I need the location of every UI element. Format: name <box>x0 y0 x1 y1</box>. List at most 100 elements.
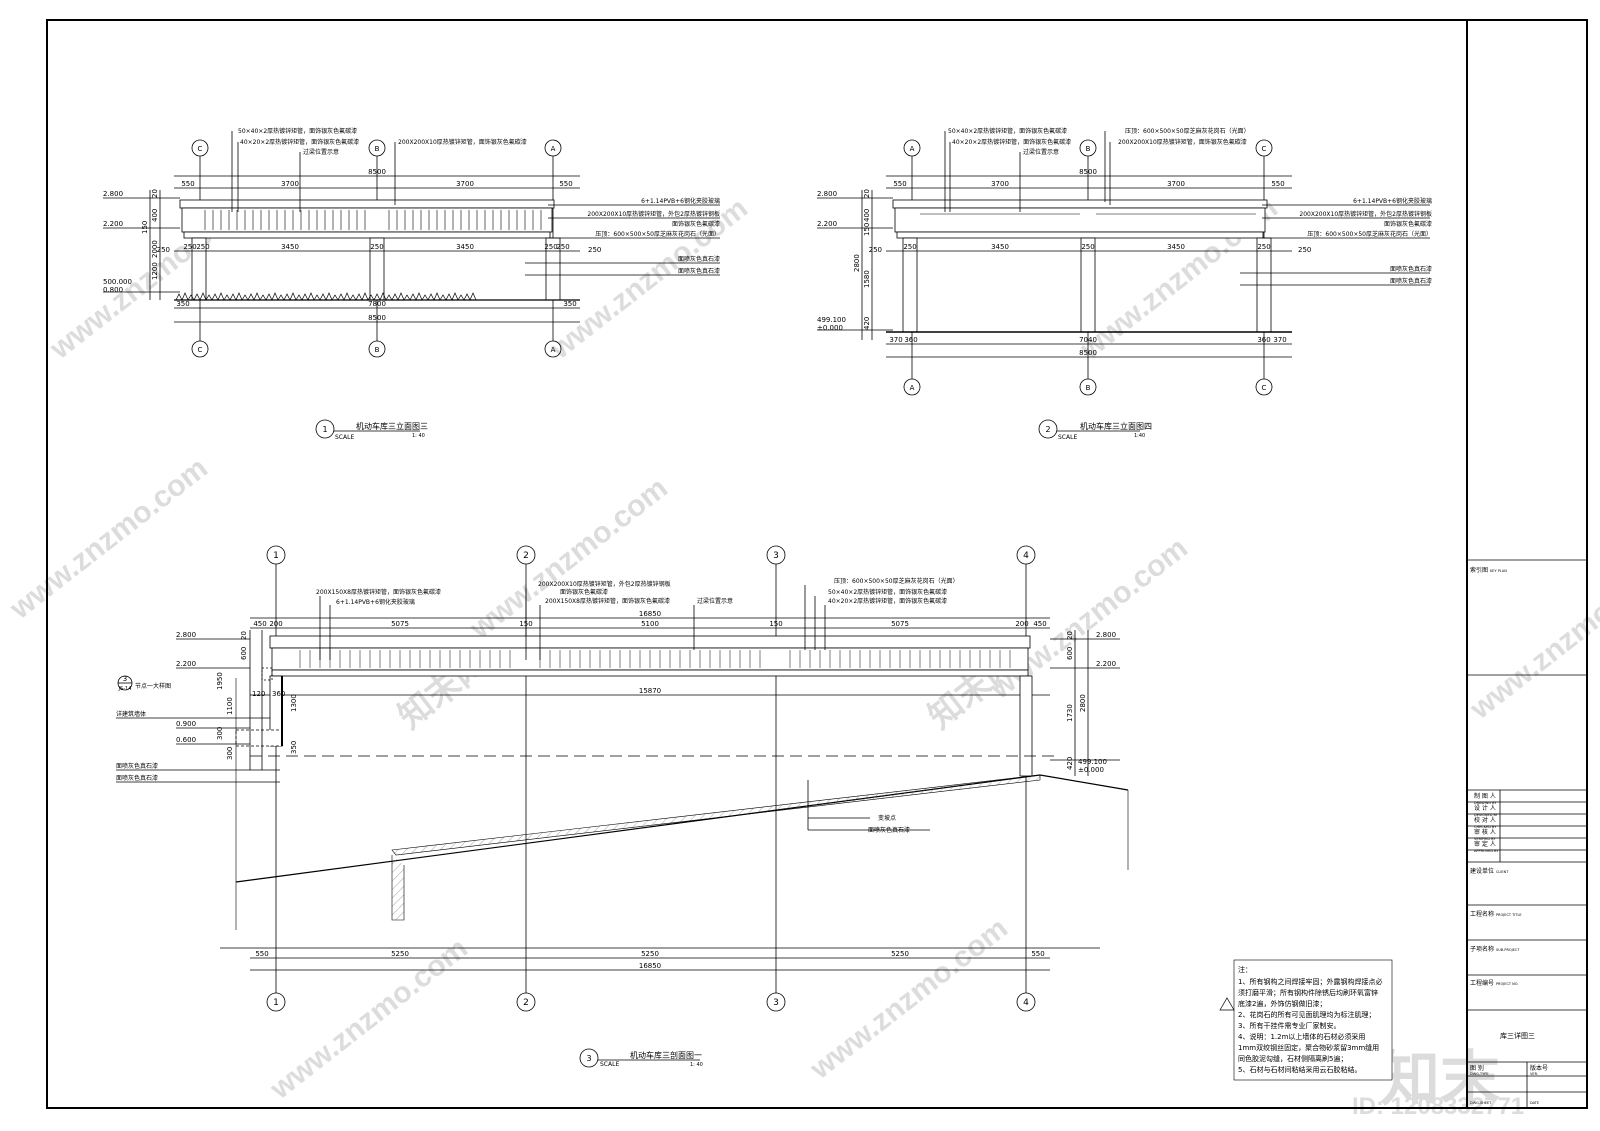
callout-text: 200X200X10厚热镀锌矩管，外包2厚热镀锌钢板 <box>587 210 720 218</box>
callout-text: 面喷灰色真石漆 <box>116 762 158 770</box>
dimension-text: 1730 <box>1066 704 1074 722</box>
level-text: ±0.000 <box>817 324 843 332</box>
dimension-text: 550 <box>181 180 194 188</box>
version-en: VER. <box>1530 1072 1538 1076</box>
callout-text: 40×20×2厚热镀锌矩管，面饰银灰色氟碳漆 <box>952 138 1071 146</box>
dimension-text: 400 <box>863 209 871 222</box>
note-line: 底漆2遍，外饰仿钢做旧漆； <box>1238 999 1326 1008</box>
axis-label: B <box>375 346 380 354</box>
dimension-text: 3450 <box>1167 243 1185 251</box>
dimension-text: 3700 <box>1167 180 1185 188</box>
sign-row-approved: 审 定 人 <box>1474 840 1496 848</box>
section-view-3 <box>116 545 1393 1081</box>
callout-text: 面饰银灰色氟碳漆 <box>1384 220 1432 228</box>
scale-label: SCALE <box>600 1061 619 1068</box>
level-text: 2.800 <box>1096 631 1116 639</box>
callout-text: 过梁位置示意 <box>697 597 733 605</box>
callout-text: 200X150X8厚热镀锌矩管，面饰银灰色氟碳漆 <box>316 588 441 596</box>
elevation-view-1-text: C B A C B A 8500 550 3700 3700 550 250 2… <box>103 127 720 441</box>
dimension-text: 20 <box>863 189 871 198</box>
level-text: 0.900 <box>176 720 196 728</box>
axis-label: B <box>375 145 380 153</box>
axis-label: A <box>551 346 556 354</box>
callout-text: 面喷灰色真石漆 <box>1390 265 1432 273</box>
level-text: ±0.000 <box>1078 766 1104 774</box>
dimension-text: 250 <box>1298 246 1311 254</box>
dimension-text: 250 <box>903 243 916 251</box>
dimension-text: 2800 <box>853 254 861 272</box>
dimension-text: 200 <box>1015 620 1028 628</box>
dimension-text: 5100 <box>641 620 659 628</box>
callout-text: 压顶：600×500×50厚芝麻灰花岗石（光面） <box>1125 127 1250 135</box>
callout-text: 面喷灰色真石漆 <box>678 267 720 275</box>
axis-label: 1 <box>273 998 279 1008</box>
sign-row-checked-en: CHECKED BY <box>1474 825 1497 829</box>
dimension-text: 8500 <box>1079 349 1097 357</box>
dimension-text: 200 <box>269 620 282 628</box>
dimension-text: 3700 <box>456 180 474 188</box>
dimension-text: 3450 <box>281 243 299 251</box>
callout-text: 50×40×2厚热镀锌矩管，面饰银灰色氟碳漆 <box>828 588 947 596</box>
dimension-text: 370 <box>889 336 902 344</box>
callout-text: 过梁位置示意 <box>1023 148 1059 156</box>
callout-text: 变坡点 <box>878 814 896 822</box>
version-label: 版本号 <box>1530 1064 1548 1072</box>
callout-text: 200X150X8厚热镀锌矩管，面饰银灰色氟碳漆 <box>545 597 670 605</box>
dimension-text: 250 <box>544 243 557 251</box>
sign-row-checked: 校 对 人 <box>1474 816 1496 824</box>
dimension-text: 3700 <box>281 180 299 188</box>
dimension-text: 350 <box>176 300 189 308</box>
elevation-view-2 <box>817 131 1430 439</box>
dimension-text: 360 <box>1257 336 1270 344</box>
dimension-text: 3450 <box>456 243 474 251</box>
callout-text: 200X200X10厚热镀锌矩管，面饰银灰色氟碳漆 <box>1118 138 1247 146</box>
dimension-text: 20 <box>151 189 159 198</box>
drawing-border <box>46 19 1588 1109</box>
dimension-text: 16850 <box>639 962 661 970</box>
level-text: 499.100 <box>817 316 846 324</box>
key-plan-label: 索引图 KEY PLAN <box>1470 566 1507 574</box>
view-title: 机动车库三剖面图一 <box>630 1050 702 1060</box>
dimension-text: 120 <box>252 690 265 698</box>
axis-label: A <box>910 145 915 153</box>
callout-text: 50×40×2厚热镀锌矩管，面饰银灰色氟碳漆 <box>948 127 1067 135</box>
axis-label: 3 <box>773 551 779 561</box>
drawing-title: 库三详图三 <box>1500 1031 1535 1040</box>
callout-text: 200X200X10厚热镀锌矩管，外包2厚热镀锌钢板 <box>538 580 671 588</box>
callout-text: 压顶：600×500×50厚芝麻灰花岗石（光面） <box>595 230 720 238</box>
dimension-text: 150 <box>141 221 149 234</box>
node-ref-number: 3 <box>123 675 127 683</box>
level-text: 2.200 <box>176 660 196 668</box>
callout-text: 面饰银灰色氟碳漆 <box>560 588 608 596</box>
dimension-text: 5250 <box>891 950 909 958</box>
dimension-text: 7040 <box>1079 336 1097 344</box>
drawing-type-en: DWG.TYPE <box>1470 1072 1489 1076</box>
axis-label: 2 <box>523 551 529 561</box>
note-line: 1mm双绞钢丝固定，聚合物砂浆留3mm缝用 <box>1238 1043 1379 1052</box>
title-block <box>1467 559 1587 1108</box>
level-text: 2.200 <box>103 220 123 228</box>
sign-row-drawn-en: DRAWING BY <box>1474 801 1497 805</box>
watermark-id: ID: 1208332771 <box>1352 1093 1524 1120</box>
axis-label: C <box>1262 384 1267 392</box>
watermark-logo: 知末 <box>1380 1046 1500 1113</box>
dimension-text: 5075 <box>891 620 909 628</box>
callout-text: 面喷灰色真石漆 <box>868 826 910 834</box>
view-number: 1 <box>322 425 327 434</box>
client-label: 建设单位 CLIENT <box>1470 867 1509 875</box>
dimension-text: 450 <box>1033 620 1046 628</box>
scale-label: SCALE <box>1058 434 1077 441</box>
dimension-text: 250 <box>556 243 569 251</box>
dimension-text: 250 <box>370 243 383 251</box>
callout-text: 面喷灰色真石漆 <box>678 255 720 263</box>
callout-text: 200X200X10厚热镀锌矩管，面饰银灰色氟碳漆 <box>398 138 527 146</box>
axis-label: A <box>551 145 556 153</box>
scale-value: 1: 40 <box>412 433 425 439</box>
callout-text: 面饰银灰色氟碳漆 <box>672 220 720 228</box>
view-number: 2 <box>1045 425 1050 434</box>
title-block-text: 索引图 KEY PLAN 制 图 人 DRAWING BY 设 计 人 DESI… <box>1470 566 1548 1105</box>
level-text: 499.100 <box>1078 758 1107 766</box>
callout-text: 6+1.14PVB+6钢化夹胶玻璃 <box>1353 197 1432 205</box>
dimension-text: 420 <box>1066 757 1074 770</box>
callout-text: 6+1.14PVB+6钢化夹胶玻璃 <box>641 197 720 205</box>
